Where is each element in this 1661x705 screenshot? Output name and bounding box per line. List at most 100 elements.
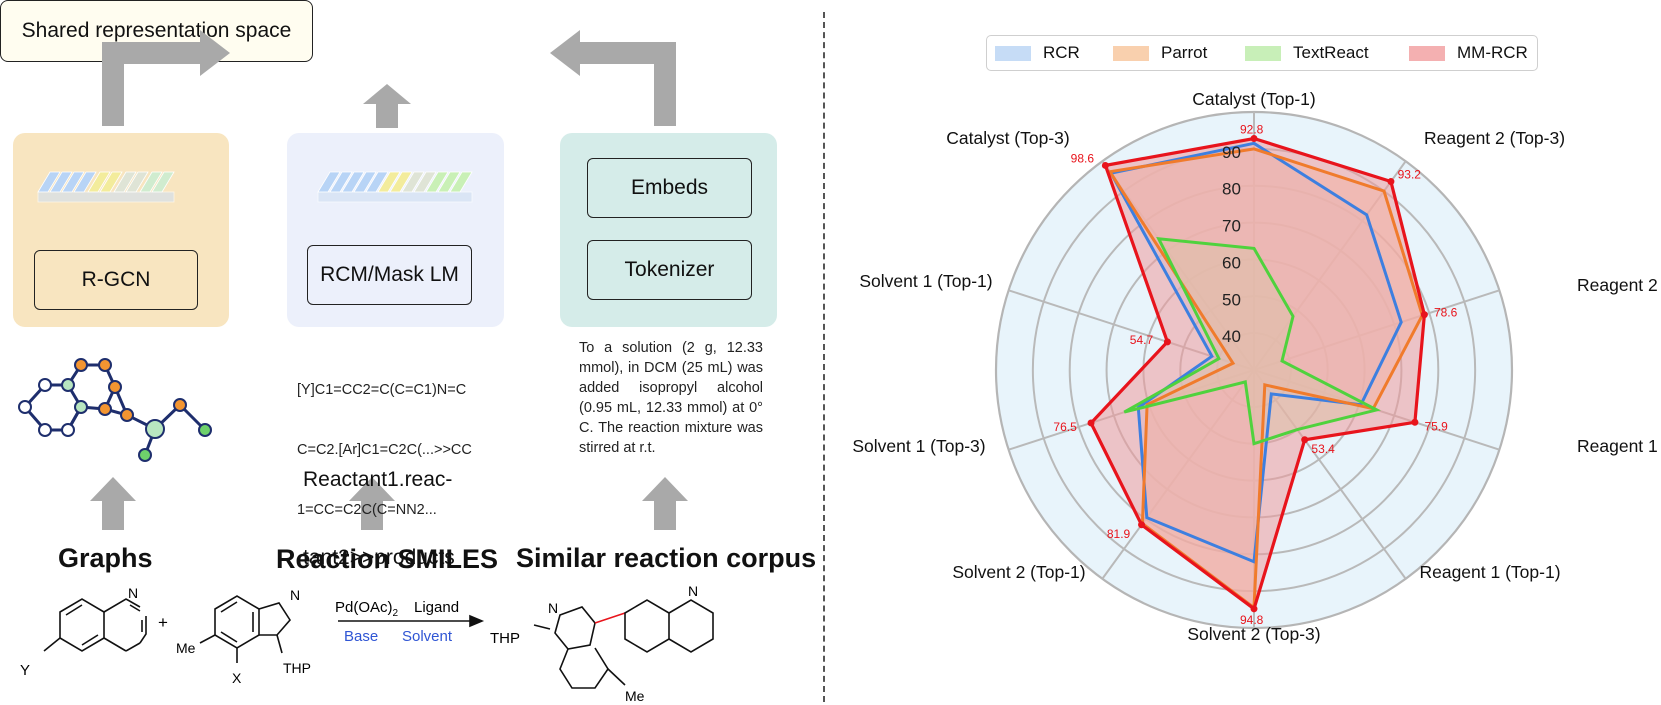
- smiles-encoder-panel: [287, 133, 504, 327]
- reactant-y-label: Y: [20, 662, 30, 679]
- smiles-format-line-2: tant2>>products: [303, 546, 455, 569]
- reaction-scheme: Y + Me X THP N N Pd(OAc)2 Ligand Base So…: [20, 585, 714, 704]
- connector-arrows: [90, 30, 688, 530]
- shared-representation-label: Shared representation space: [21, 19, 292, 42]
- right-arrow-head: [550, 30, 580, 76]
- data-label: 78.6: [1434, 306, 1458, 320]
- solvent-label: Solvent: [402, 628, 453, 645]
- quinoline-ring-b: [103, 598, 141, 652]
- axis-label: Solvent 2 (Top-3): [1187, 624, 1320, 644]
- reaction-smiles-label: Reaction SMILES: [276, 544, 499, 574]
- corpus-arrow-shaft: [654, 500, 676, 530]
- data-label: 92.8: [1240, 123, 1264, 137]
- right-arrow-vertical: [654, 45, 676, 126]
- axis-label: Solvent 1 (Top-3): [852, 436, 985, 456]
- graphs-arrow-head: [90, 477, 136, 501]
- series-line-rcr: [1108, 141, 1403, 564]
- smiles-arrow-head: [349, 477, 395, 501]
- tokenizer-box: Tokenizer: [587, 240, 752, 300]
- corpus-example-text: To a solution (2 g, 12.33 mmol), in DCM …: [579, 340, 763, 456]
- corpus-encoder-panel: [560, 133, 777, 327]
- product-quinoline-a: [624, 599, 670, 653]
- graph-encoder-panel: [13, 133, 229, 327]
- left-arrow-horizontal: [102, 42, 202, 64]
- data-label: 98.6: [1071, 151, 1095, 165]
- smiles-line-1: [Y]C1=CC2=C(C=C1)N=C: [297, 382, 467, 398]
- indazole-pyrazole: [258, 602, 291, 636]
- axis-label: Reagent 2 (Top-3): [1424, 128, 1565, 148]
- legend-item-mm-rcr: MM-RCR: [1409, 36, 1528, 70]
- product-n-label: N: [548, 600, 558, 616]
- embeds-label: Embeds: [630, 176, 709, 199]
- radial-tick-label: 60: [1222, 253, 1241, 272]
- data-label: 75.9: [1425, 419, 1449, 433]
- data-point: [1163, 338, 1171, 346]
- reactant-x-label: X: [232, 670, 242, 686]
- rcm-mask-lm-box: RCM/Mask LM: [307, 245, 472, 305]
- panel-divider: [823, 12, 825, 702]
- catalyst-label: Pd(OAc)2: [335, 599, 399, 619]
- axis-label: Reagent 1 (Top-1): [1419, 562, 1560, 582]
- smiles-example-text: [Y]C1=CC2=C(C=C1)N=C C=C2.[Ar]C1=C2C(...…: [297, 340, 472, 540]
- axis-label: Solvent 2 (Top-1): [952, 562, 1085, 582]
- base-label: Base: [344, 628, 378, 645]
- reactant-me-label: Me: [176, 640, 196, 656]
- ligand-label: Ligand: [414, 599, 459, 616]
- quinoline-n-label: N: [128, 585, 138, 601]
- molecular-graph-icon: [18, 358, 212, 462]
- data-label: 81.9: [1107, 527, 1131, 541]
- legend-item-rcr: RCR: [995, 36, 1080, 70]
- quinoline-ring-a: [59, 598, 105, 652]
- embeds-box: Embeds: [587, 158, 752, 218]
- tokenizer-label: Tokenizer: [624, 258, 715, 281]
- radial-tick-label: 50: [1222, 290, 1241, 309]
- series-fill-mm-rcr: [1091, 138, 1425, 609]
- legend-label: TextReact: [1293, 43, 1369, 62]
- data-label: 94.8: [1240, 613, 1264, 627]
- product-quinoline-n-label: N: [688, 585, 698, 599]
- axis-label: Reagent 2 (Top-1): [1577, 275, 1661, 295]
- product-thp-label: THP: [490, 630, 520, 647]
- smiles-format-text: Reactant1.reac- tant2>>products: [303, 415, 455, 597]
- smiles-format-line-1: Reactant1.reac-: [303, 468, 453, 491]
- axis-label: Catalyst (Top-1): [1192, 89, 1316, 109]
- legend-swatch: [995, 45, 1031, 61]
- smiles-line-2: C=C2.[Ar]C1=C2C(...>>CC: [297, 442, 472, 458]
- axis-label: Reagent 1 (Top-3): [1577, 436, 1661, 456]
- radar-chart: 92.893.278.675.953.494.881.976.554.798.6…: [852, 89, 1661, 644]
- legend-swatch: [1113, 45, 1149, 61]
- data-label: 93.2: [1398, 167, 1422, 181]
- radial-tick-label: 40: [1222, 327, 1241, 346]
- data-point: [1250, 605, 1258, 613]
- legend-swatch: [1409, 45, 1445, 61]
- legend-item-parrot: Parrot: [1113, 36, 1207, 70]
- reactant-thp-label: THP: [283, 660, 311, 676]
- left-arrow-head: [200, 30, 230, 76]
- r-gcn-box: R-GCN: [34, 250, 198, 310]
- data-point: [1301, 436, 1309, 444]
- data-point: [1138, 521, 1146, 529]
- legend-item-textreact: TextReact: [1245, 36, 1369, 70]
- left-arrow-vertical: [102, 45, 124, 126]
- data-point: [1250, 135, 1258, 143]
- middle-arrow-shaft: [376, 104, 398, 128]
- plus-sign: +: [158, 613, 168, 632]
- data-point: [1420, 311, 1428, 319]
- graphs-arrow-shaft: [102, 500, 124, 530]
- product-me-label: Me: [625, 688, 645, 704]
- chart-legend: RCR Parrot TextReact MM-RCR: [986, 35, 1538, 71]
- data-label: 53.4: [1311, 442, 1335, 456]
- legend-label: MM-RCR: [1457, 43, 1528, 62]
- series-line-textreact: [1123, 237, 1381, 446]
- data-label: 54.7: [1130, 333, 1154, 347]
- smiles-line-3: 1=CC=C2C(C=NN2...: [297, 502, 437, 518]
- corpus-arrow-head: [642, 477, 688, 501]
- smiles-arrow-shaft: [361, 500, 383, 530]
- rcm-mask-lm-label: RCM/Mask LM: [320, 263, 459, 286]
- radial-tick-label: 90: [1222, 143, 1241, 162]
- radial-tick-label: 70: [1222, 217, 1241, 236]
- data-point: [1387, 178, 1395, 186]
- legend-swatch: [1245, 45, 1281, 61]
- middle-arrow-head: [363, 84, 411, 104]
- data-point: [1411, 418, 1419, 426]
